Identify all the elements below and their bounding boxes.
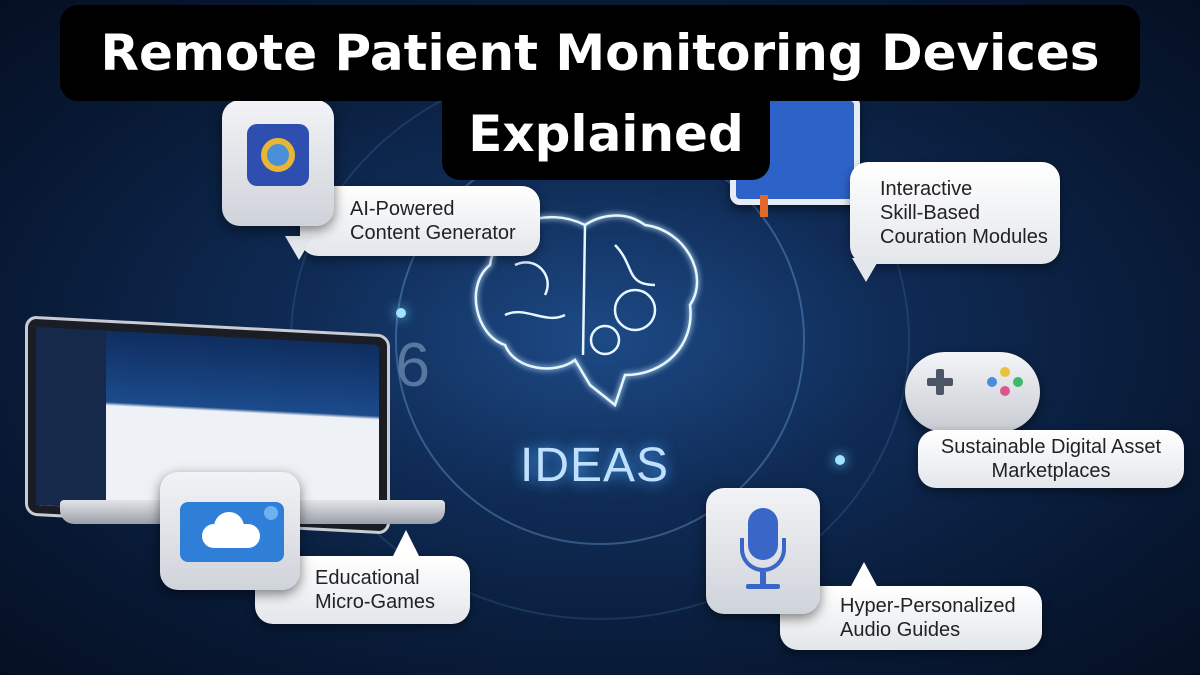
ai-app-card (222, 100, 334, 226)
page-title-line2: Explained (442, 96, 770, 180)
callout-tail (850, 562, 878, 588)
microphone-card (706, 488, 820, 614)
callout-line: Educational (315, 567, 420, 589)
callout-micro-games: Educational Micro-Games (255, 556, 470, 624)
callout-tail (852, 258, 880, 282)
callout-line: Content Generator (350, 222, 516, 244)
gamepad-icon (905, 352, 1040, 432)
center-label: IDEAS (520, 439, 670, 492)
callout-asset-marketplaces: Sustainable Digital Asset Marketplaces (918, 430, 1184, 488)
callout-line: Sustainable Digital Asset (940, 436, 1162, 458)
glow-dot (396, 308, 406, 318)
callout-line: AI-Powered (350, 198, 455, 220)
callout-line: Couration Modules (880, 226, 1048, 248)
ai-app-icon (247, 124, 309, 186)
cloud-icon (180, 502, 284, 562)
callout-line: Hyper-Personalized (840, 595, 1016, 617)
callout-line: Marketplaces (991, 460, 1111, 482)
glow-dot (835, 455, 845, 465)
callout-audio-guides: Hyper-Personalized Audio Guides (780, 586, 1042, 650)
brain-gears-icon (473, 213, 700, 409)
callout-tail (285, 236, 313, 260)
page-title: Remote Patient Monitoring Devices (60, 5, 1140, 101)
callout-line: Audio Guides (840, 619, 961, 641)
callout-line: Interactive (880, 178, 973, 200)
callout-skill-modules: Interactive Skill-Based Couration Module… (850, 162, 1060, 264)
callout-line: Skill-Based (880, 202, 981, 224)
callout-line: Micro-Games (315, 591, 436, 613)
cloud-card (160, 472, 300, 590)
callout-tail (392, 530, 420, 558)
callout-ai-content-generator: AI-Powered Content Generator (300, 186, 540, 256)
